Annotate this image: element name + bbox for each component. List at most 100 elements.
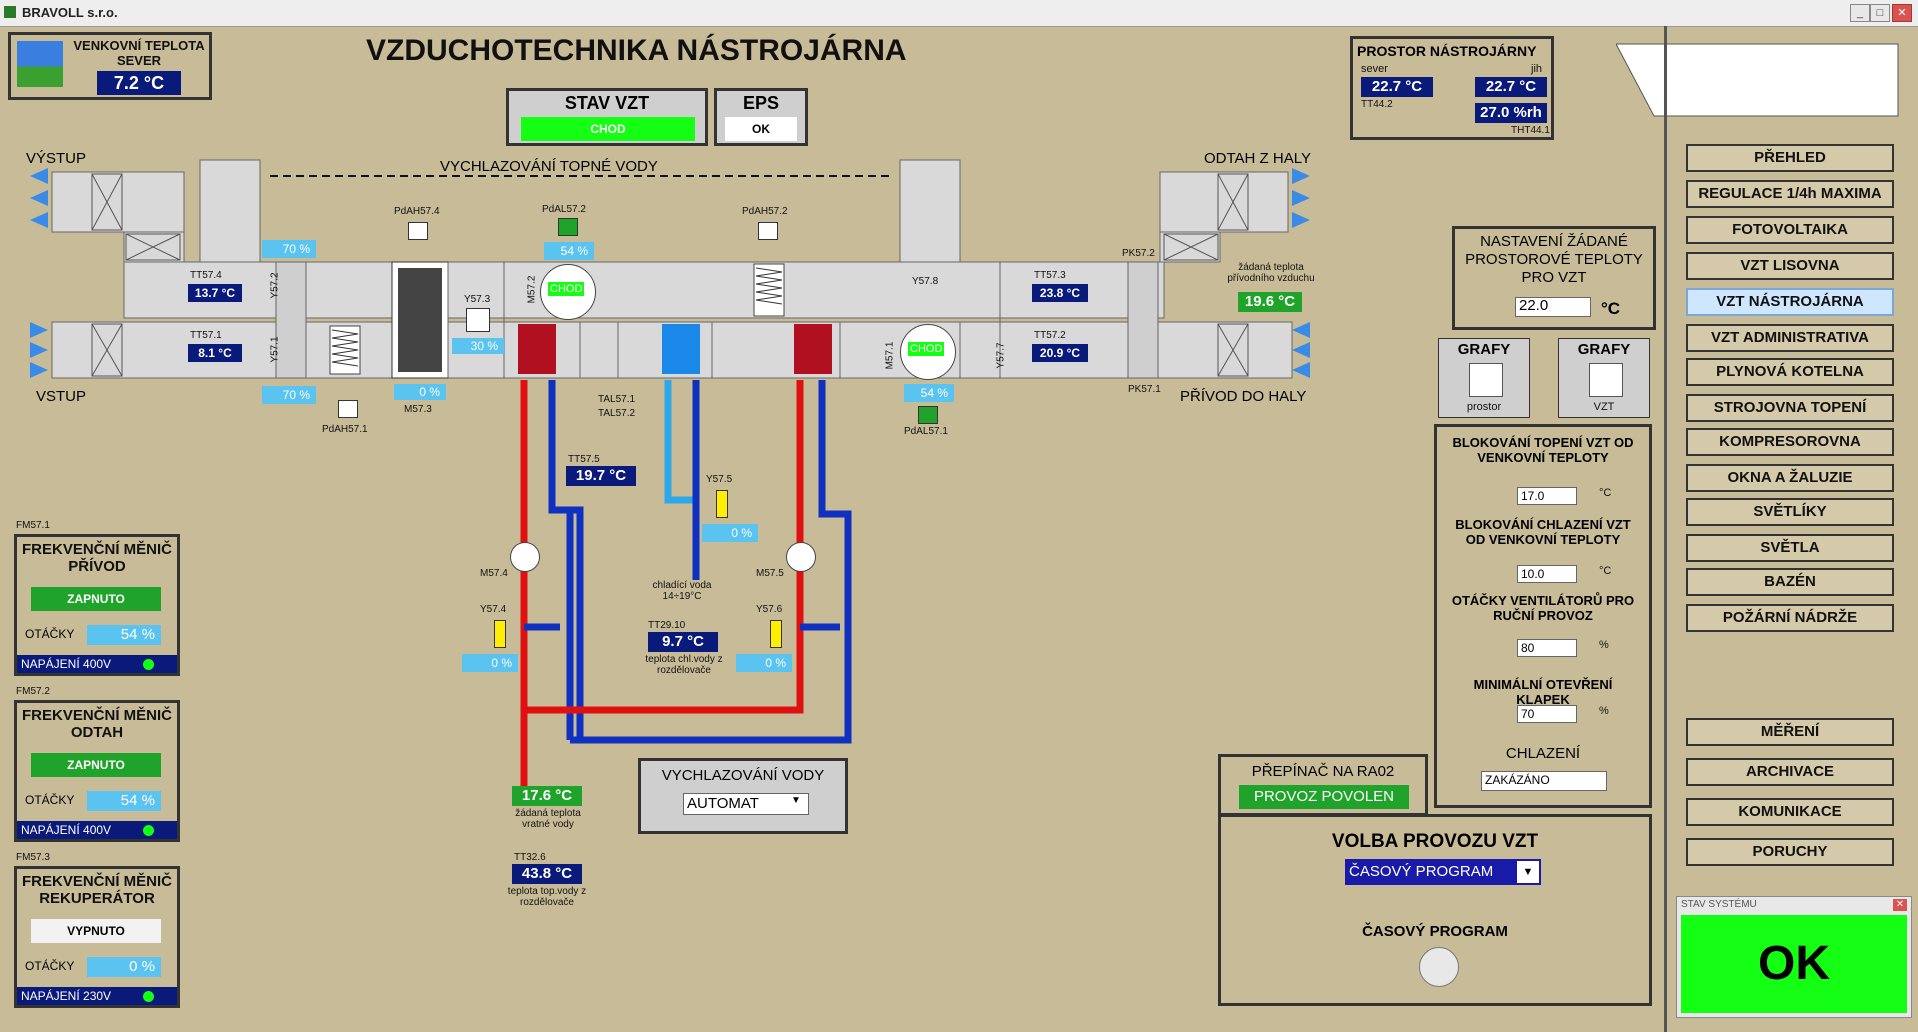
- nav-svetla[interactable]: SVĚTLA: [1686, 534, 1894, 562]
- stav-vzt-label: STAV VZT: [564, 93, 650, 113]
- prepinac-title: PŘEPÍNAČ NA RA02: [1251, 763, 1395, 780]
- y574-value: 0 %: [462, 654, 518, 672]
- nastaveni-input[interactable]: 22.0: [1515, 297, 1591, 317]
- stav-vzt-panel: STAV VZT CHOD: [506, 88, 708, 146]
- vychl-label: VYCHLAZOVÁNÍ TOPNÉ VODY: [440, 158, 658, 175]
- tal572-label: TAL57.2: [598, 408, 636, 419]
- vystup-label: VÝSTUP: [26, 150, 87, 167]
- fan-top-percent: 54 %: [544, 242, 594, 260]
- pdah571-label: PdAH57.1: [322, 424, 368, 435]
- supply-setpoint-label: žádaná teplota přívodního vzduchu: [1227, 262, 1315, 284]
- nav-vzt-administrativa[interactable]: VZT ADMINISTRATIVA: [1686, 324, 1894, 352]
- eps-label: EPS: [742, 93, 780, 113]
- system-status-window: STAV SYSTÉMU ✕ OK: [1676, 896, 1912, 1018]
- pdal571-label: PdAL57.1: [904, 426, 948, 437]
- y576-actuator: [770, 620, 782, 648]
- fm3-otacky-value: 0 %: [87, 957, 161, 977]
- chart-icon: [1469, 363, 1503, 397]
- tal571-label: TAL57.1: [598, 394, 636, 405]
- nav-fotovoltaika[interactable]: FOTOVOLTAIKA: [1686, 216, 1894, 244]
- pdal571-sensor: [918, 406, 938, 424]
- fm3-state[interactable]: VYPNUTO: [31, 919, 161, 943]
- prostor-jih-value: 22.7 °C: [1475, 77, 1547, 97]
- chladici-voda-label: chladící voda 14÷19°C: [652, 580, 712, 602]
- chevron-down-icon[interactable]: ▼: [791, 795, 801, 806]
- nav-regulace[interactable]: REGULACE 1/4h MAXIMA: [1686, 180, 1894, 208]
- tt573-label: TT57.3: [1034, 270, 1066, 281]
- fm2-otacky-value: 54 %: [87, 791, 161, 811]
- block-cooling-input[interactable]: 10.0: [1517, 565, 1577, 583]
- maximize-button[interactable]: □: [1870, 4, 1890, 22]
- nav-prehled[interactable]: PŘEHLED: [1686, 144, 1894, 172]
- fm1-otacky-value: 54 %: [87, 625, 161, 645]
- grafy-vzt-button[interactable]: GRAFY VZT: [1558, 338, 1650, 418]
- return-setpoint-value: 17.6 °C: [512, 786, 582, 806]
- block-heating-input[interactable]: 17.0: [1517, 487, 1577, 505]
- fm2-state[interactable]: ZAPNUTO: [31, 753, 161, 777]
- y576-label: Y57.6: [756, 604, 783, 615]
- clock-icon[interactable]: [1419, 947, 1459, 987]
- fm2-otacky-label: OTÁČKY: [25, 793, 75, 807]
- tt575-value: 19.7 °C: [566, 466, 636, 486]
- tt574-value: 13.7 °C: [188, 284, 242, 302]
- nastaveni-title: NASTAVENÍ ŽÁDANÉ PROSTOROVÉ TEPLOTY PRO …: [1465, 233, 1643, 286]
- nav-pozarni-nadrze[interactable]: POŽÁRNÍ NÁDRŽE: [1686, 604, 1894, 632]
- nav-komunikace[interactable]: KOMUNIKACE: [1686, 798, 1894, 826]
- damper-top-value: 70 %: [262, 240, 316, 258]
- stav-vzt-value: CHOD: [521, 117, 695, 141]
- minimize-button[interactable]: _: [1850, 4, 1870, 22]
- close-button[interactable]: ✕: [1892, 4, 1912, 22]
- system-status-title: STAV SYSTÉMU: [1681, 899, 1757, 910]
- nav-bazen[interactable]: BAZÉN: [1686, 568, 1894, 596]
- fm1-state[interactable]: ZAPNUTO: [31, 587, 161, 611]
- nav-mereni[interactable]: MĚŘENÍ: [1686, 718, 1894, 746]
- vychl-vody-select[interactable]: AUTOMAT: [683, 793, 809, 815]
- nav-vzt-nastrojarna[interactable]: VZT NÁSTROJÁRNA: [1686, 288, 1894, 316]
- nav-divider: [1664, 26, 1667, 1032]
- m575-label: M57.5: [756, 568, 784, 579]
- pdah571-sensor: [338, 400, 358, 418]
- m572-label: M57.2: [526, 275, 538, 304]
- nav-strojovna-topeni[interactable]: STROJOVNA TOPENÍ: [1686, 394, 1894, 422]
- volba-select[interactable]: ČASOVÝ PROGRAM: [1345, 859, 1541, 885]
- y573-actuator: [466, 308, 490, 332]
- nav-svetliky[interactable]: SVĚTLÍKY: [1686, 498, 1894, 526]
- app-icon: [4, 6, 16, 18]
- pk572-label: PK57.2: [1122, 248, 1155, 259]
- tt574-label: TT57.4: [190, 270, 222, 281]
- prepinac-value: PROVOZ POVOLEN: [1239, 785, 1409, 809]
- close-icon[interactable]: ✕: [1893, 899, 1907, 911]
- supply-setpoint-value: 19.6 °C: [1238, 292, 1302, 312]
- nav-plynova-kotelna[interactable]: PLYNOVÁ KOTELNA: [1686, 358, 1894, 386]
- cooling-select[interactable]: ZAKÁZÁNO: [1481, 771, 1607, 791]
- pdah572-sensor: [758, 222, 778, 240]
- y573-value: 30 %: [452, 338, 504, 354]
- fm1-napajeni-label: NAPÁJENÍ 400V: [21, 657, 112, 671]
- y573-label: Y57.3: [464, 294, 491, 305]
- prostor-jih-label: jih: [1531, 63, 1543, 75]
- chevron-down-icon[interactable]: ▼: [1517, 861, 1539, 883]
- nastaveni-panel: NASTAVENÍ ŽÁDANÉ PROSTOROVÉ TEPLOTY PRO …: [1452, 226, 1656, 330]
- nav-poruchy[interactable]: PORUCHY: [1686, 838, 1894, 866]
- system-status-value: OK: [1681, 915, 1907, 1013]
- prepinac-panel: PŘEPÍNAČ NA RA02 PROVOZ POVOLEN: [1218, 754, 1428, 816]
- eps-value: OK: [725, 117, 797, 141]
- m573-label: M57.3: [404, 404, 432, 415]
- grafy-prostor-sub: prostor: [1466, 401, 1502, 413]
- prostor-sever-label: sever: [1361, 63, 1388, 75]
- fan-speed-input[interactable]: 80: [1517, 639, 1577, 657]
- nav-vzt-lisovna[interactable]: VZT LISOVNA: [1686, 252, 1894, 280]
- block-heating-label: BLOKOVÁNÍ TOPENÍ VZT OD VENKOVNÍ TEPLOTY: [1452, 435, 1634, 465]
- tt2910-label: TT29.10: [648, 620, 686, 631]
- nav-kompresorovna[interactable]: KOMPRESOROVNA: [1686, 428, 1894, 456]
- prostor-title: PROSTOR NÁSTROJÁRNY: [1357, 43, 1537, 59]
- nav-archivace[interactable]: ARCHIVACE: [1686, 758, 1894, 786]
- nav-okna-zaluzie[interactable]: OKNA A ŽALUZIE: [1686, 464, 1894, 492]
- fm2-title: FREKVENČNÍ MĚNIČ ODTAH: [21, 707, 172, 741]
- ahu-ducts: [30, 159, 1310, 379]
- y575-value: 0 %: [702, 524, 758, 542]
- min-damper-input[interactable]: 70: [1517, 705, 1577, 723]
- fm3-otacky-label: OTÁČKY: [25, 959, 75, 973]
- outdoor-value: 7.2 °C: [97, 71, 181, 95]
- grafy-prostor-button[interactable]: GRAFY prostor: [1438, 338, 1530, 418]
